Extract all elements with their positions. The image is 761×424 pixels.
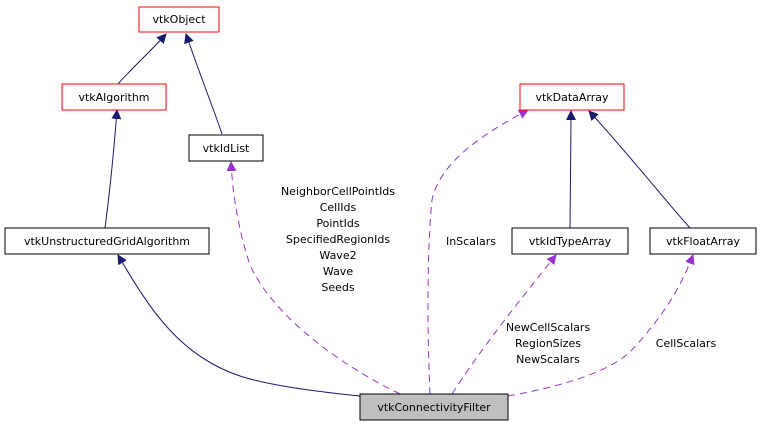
node-vtkobject[interactable]: vtkObject (138, 6, 220, 33)
edge-ugridalgo-to-algorithm (104, 109, 122, 229)
edge-filter-uses-dataarray (427, 109, 529, 395)
edge-label: RegionSizes (515, 337, 581, 350)
edge-algorithm-to-object (117, 33, 167, 85)
node-label: vtkDataArray (535, 91, 609, 104)
edge-label: NeighborCellPointIds (281, 185, 395, 198)
edge-label: Wave2 (319, 249, 356, 262)
edge-labels-idtypearray: NewCellScalars RegionSizes NewScalars (506, 321, 591, 366)
edge-idtypearray-to-dataarray (565, 110, 576, 229)
node-vtkconnectivityfilter[interactable]: vtkConnectivityFilter (359, 393, 509, 421)
edge-label: NewCellScalars (506, 321, 591, 334)
node-label: vtkObject (152, 13, 206, 26)
node-label: vtkFloatArray (666, 235, 740, 248)
edge-filter-uses-floatarray (507, 254, 695, 397)
edge-label: Seeds (321, 281, 355, 294)
node-label: vtkUnstructuredGridAlgorithm (24, 235, 190, 248)
node-label: vtkIdList (203, 142, 250, 155)
edge-idlist-to-object (184, 33, 223, 135)
edge-label: NewScalars (516, 353, 580, 366)
node-label: vtkAlgorithm (78, 91, 149, 104)
edge-filter-uses-idtypearray (451, 254, 557, 395)
node-label: vtkConnectivityFilter (377, 401, 491, 414)
node-vtkidlist[interactable]: vtkIdList (188, 134, 264, 162)
node-vtkunstructuredgridalgorithm[interactable]: vtkUnstructuredGridAlgorithm (4, 227, 210, 255)
usage-edges (226, 109, 695, 397)
edge-filter-uses-idlist (226, 161, 401, 395)
edge-label: PointIds (316, 217, 360, 230)
edge-filter-to-ugridalgo (117, 254, 361, 397)
node-label: vtkIdTypeArray (529, 235, 612, 248)
node-vtkidtypearray[interactable]: vtkIdTypeArray (511, 227, 629, 255)
node-vtkdataarray[interactable]: vtkDataArray (519, 83, 625, 111)
edge-floatarray-to-dataarray (588, 110, 691, 229)
edge-labels-floatarray: CellScalars (656, 337, 717, 350)
node-vtkalgorithm[interactable]: vtkAlgorithm (61, 83, 167, 111)
edge-label: CellScalars (656, 337, 717, 350)
inheritance-edges (104, 33, 691, 397)
edge-label: CellIds (320, 201, 357, 214)
edge-labels-idlist: NeighborCellPointIds CellIds PointIds Sp… (281, 185, 395, 294)
edge-label: InScalars (446, 235, 496, 248)
node-vtkfloatarray[interactable]: vtkFloatArray (649, 227, 757, 255)
edge-label: Wave (323, 265, 353, 278)
edge-labels-dataarray: InScalars (446, 235, 496, 248)
edge-label: SpecifiedRegionIds (286, 233, 390, 246)
